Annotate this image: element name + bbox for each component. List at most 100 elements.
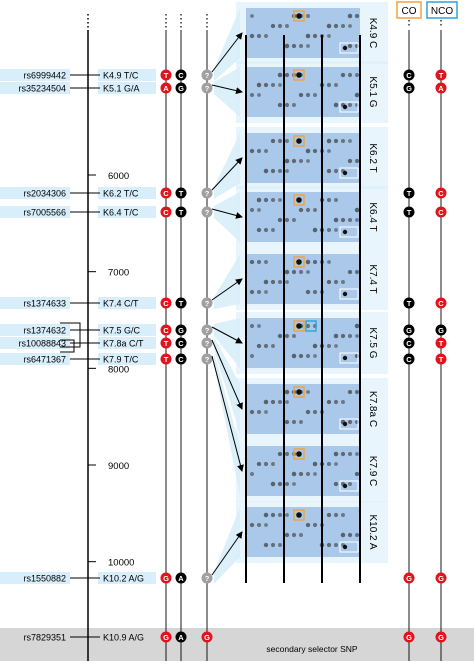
svg-text:C: C <box>406 71 412 80</box>
blot-spot <box>270 23 276 29</box>
blot-spot <box>264 149 268 153</box>
allele-2-icon: A <box>175 572 187 584</box>
blot-spot <box>263 461 269 467</box>
control-spot <box>342 45 348 51</box>
blot-spot <box>277 333 283 339</box>
blot-panel: K7.5 G <box>246 318 378 368</box>
arrow <box>211 157 243 191</box>
blot-spot <box>326 82 332 88</box>
svg-text:C: C <box>163 208 169 217</box>
blot-spot <box>277 138 283 144</box>
blot-spot <box>341 513 345 517</box>
blot-spot <box>334 198 338 202</box>
svg-text:C: C <box>163 189 169 198</box>
blot-spot <box>263 512 269 518</box>
co-allele-icon: G <box>403 82 415 94</box>
blot-spot <box>340 333 346 339</box>
control-spot <box>342 544 348 550</box>
blot-spot <box>347 389 353 395</box>
blot-funnel <box>214 507 240 584</box>
co-frame-icon <box>293 69 305 81</box>
blot-spot <box>292 218 296 222</box>
svg-text:C: C <box>163 326 169 335</box>
blot-spot <box>249 289 255 295</box>
allele-1-icon: C <box>160 187 172 199</box>
svg-text:C: C <box>438 299 444 308</box>
co-frame-icon <box>293 194 305 206</box>
blot-spot <box>305 92 311 98</box>
svg-text:C: C <box>438 208 444 217</box>
rs-id: rs6471367 <box>23 355 66 365</box>
svg-text:T: T <box>439 71 444 80</box>
svg-text:C: C <box>178 355 184 364</box>
blot-spot <box>306 159 310 163</box>
target-spot <box>296 13 302 19</box>
arrow <box>211 278 243 301</box>
rs-label-box <box>0 82 70 94</box>
blot-spot <box>263 168 269 174</box>
co-allele-icon: T <box>403 206 415 218</box>
svg-text:C: C <box>438 189 444 198</box>
svg-text:?: ? <box>205 326 210 335</box>
target-spot <box>296 323 302 329</box>
blot-funnel <box>214 67 240 117</box>
blot-spot <box>354 353 360 359</box>
blot-spot <box>312 148 318 154</box>
blot-spot <box>305 33 311 39</box>
blot-spot <box>333 333 339 339</box>
unknown-allele-icon: ? <box>201 82 213 94</box>
blot-spot <box>347 72 353 78</box>
target-spot <box>296 259 302 265</box>
blot-spot <box>333 542 339 548</box>
blot-spot <box>270 512 276 518</box>
blot-spot <box>284 158 290 164</box>
blot-spot <box>305 289 311 295</box>
blot-spot <box>285 513 289 517</box>
blot-spot <box>291 158 297 164</box>
blot-spot <box>264 260 268 264</box>
svg-text:C: C <box>406 355 412 364</box>
bracket-lines <box>60 322 81 353</box>
co-header: CO <box>396 1 422 19</box>
blot-spot <box>256 461 262 467</box>
marker-label-box <box>98 353 156 365</box>
allele-1-icon: C <box>160 297 172 309</box>
blot-spot <box>298 43 304 49</box>
marker-label-box <box>98 324 156 336</box>
blot-spot <box>298 92 304 98</box>
blot-spot <box>264 523 268 527</box>
nco-header-text: NCO <box>431 6 453 17</box>
blot-spot <box>354 323 360 329</box>
blot-spot <box>263 343 269 349</box>
blot-spot <box>277 102 283 108</box>
blot-panel: K7.8a C <box>246 384 378 434</box>
blot-image <box>246 384 360 434</box>
blot-spot <box>284 72 290 78</box>
blot-spot <box>291 269 297 275</box>
marker-name: K6.4 T/C <box>103 208 139 218</box>
blot-spot <box>285 169 289 173</box>
blot-spot <box>249 148 255 154</box>
marker-label-box <box>98 69 156 81</box>
blot-spot <box>326 23 332 29</box>
rs-id: rs1374632 <box>23 326 66 336</box>
blot-image <box>246 192 360 242</box>
blot-spot <box>264 410 268 414</box>
blot-spot <box>313 354 317 358</box>
control-spot <box>342 355 348 361</box>
svg-text:A: A <box>438 84 444 93</box>
blot-spot <box>256 148 262 154</box>
svg-text:T: T <box>407 189 412 198</box>
marker-name: K10.2 A/G <box>103 574 144 584</box>
svg-text:G: G <box>178 326 184 335</box>
blot-spot <box>333 102 339 108</box>
blot-panel: K10.2 A <box>246 507 378 557</box>
rs-id: rs1550882 <box>23 574 66 584</box>
blot-spot <box>263 197 269 203</box>
secondary-selector-band <box>0 628 474 661</box>
co-frame-icon <box>293 10 305 22</box>
marker-name: K6.2 T/C <box>103 189 139 199</box>
blot-spot <box>326 343 332 349</box>
